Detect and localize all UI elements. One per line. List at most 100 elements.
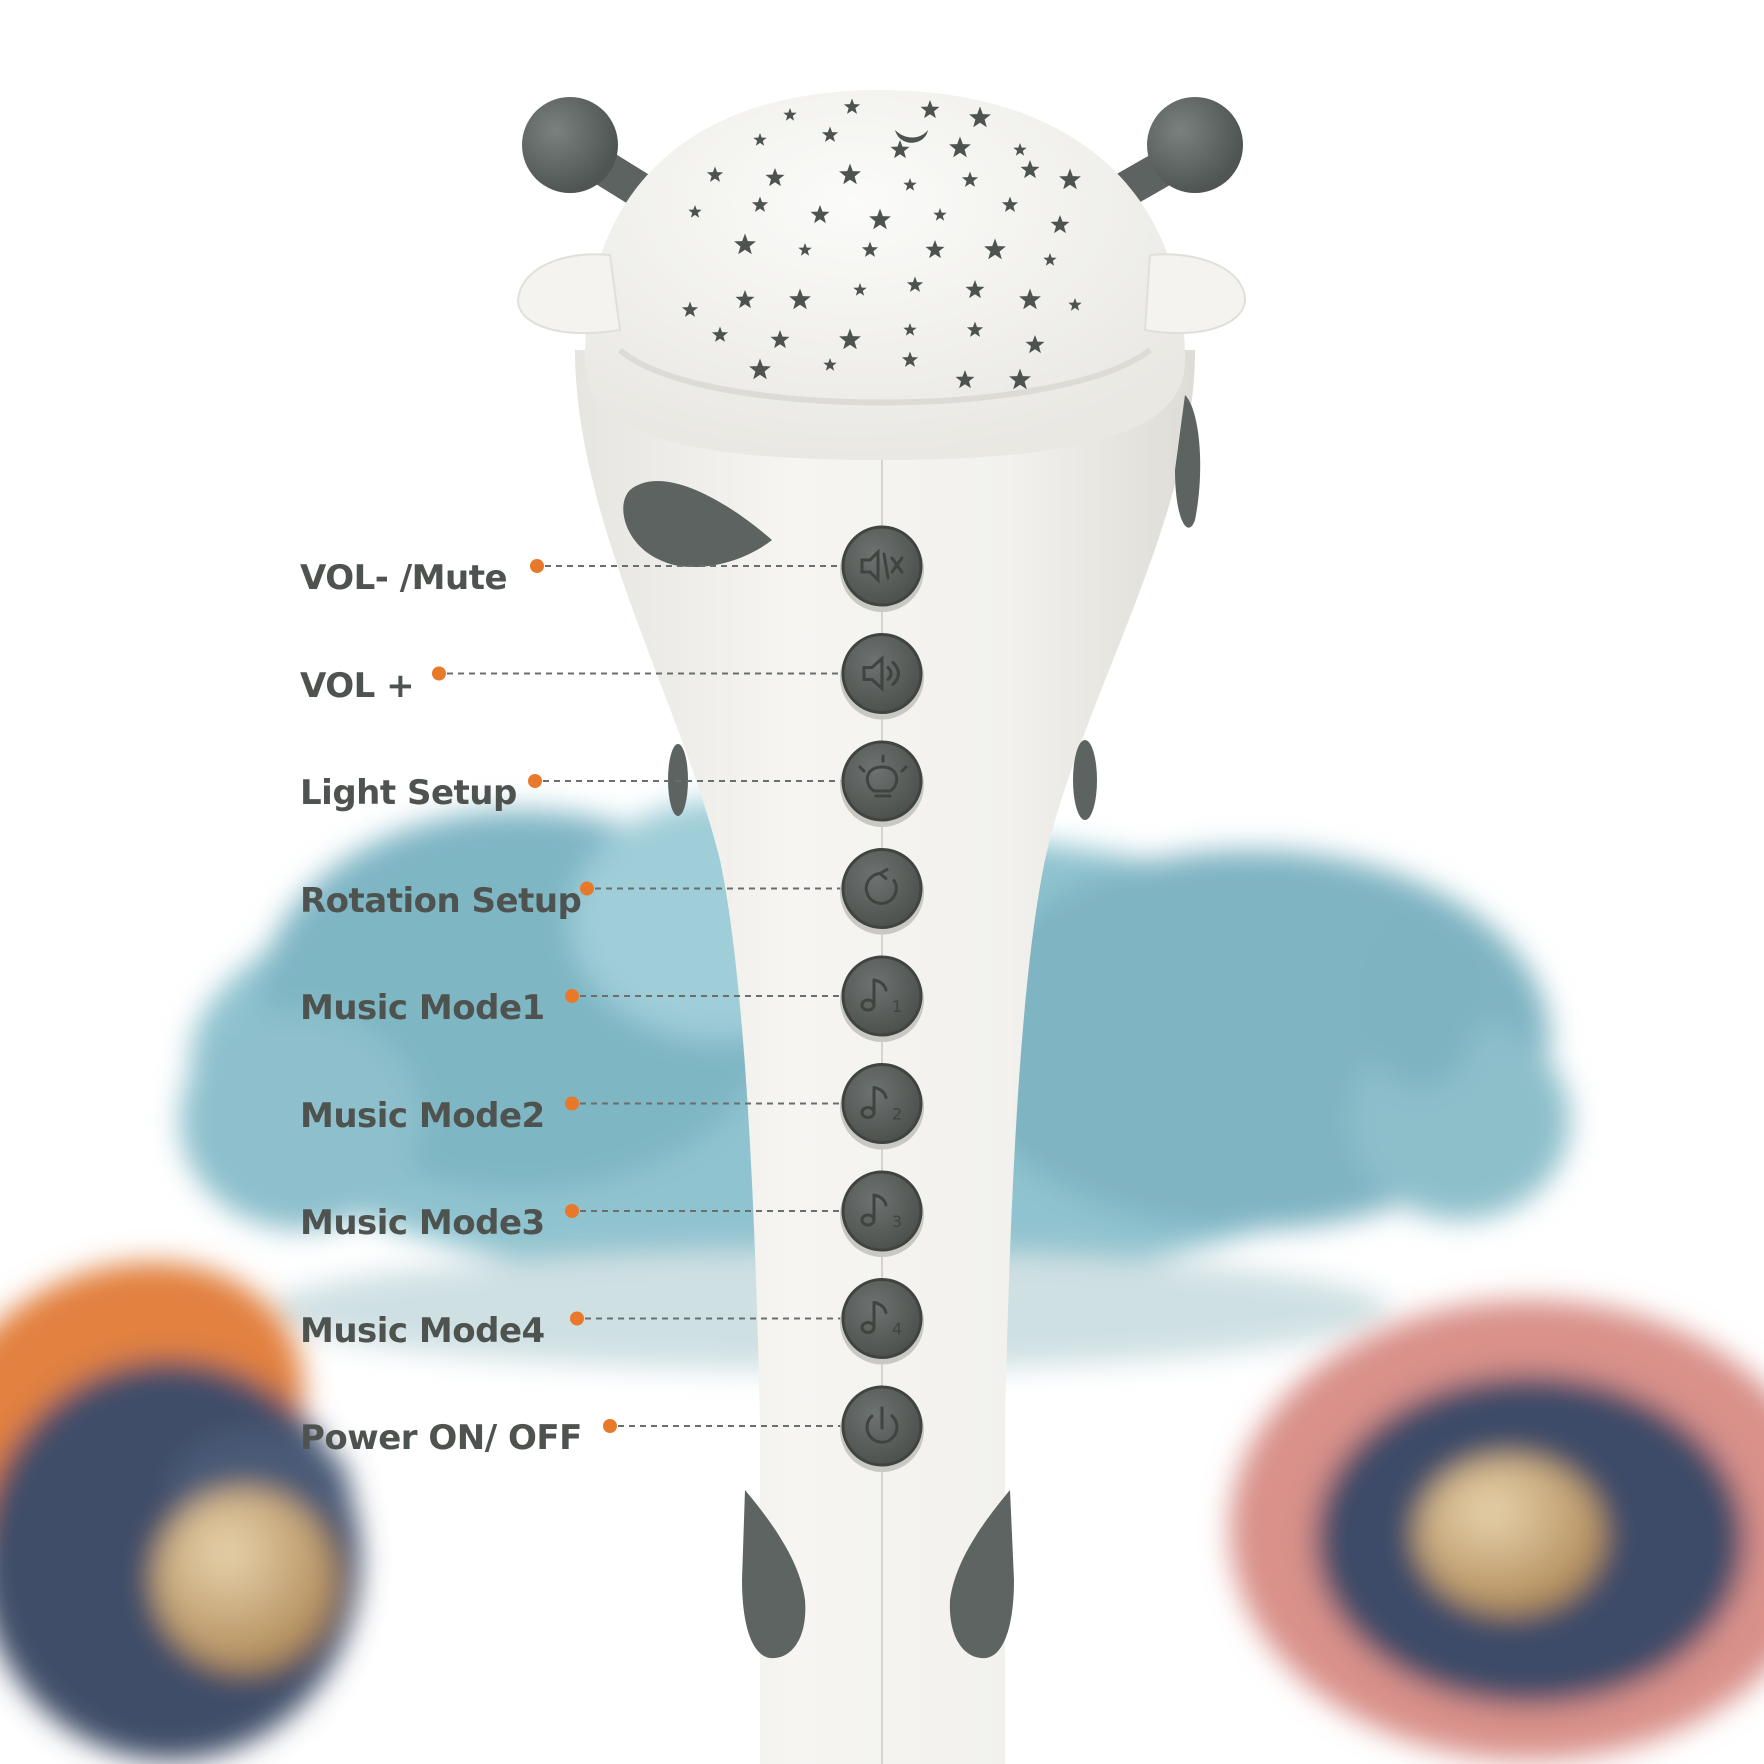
svg-text:1: 1 bbox=[892, 997, 902, 1016]
star-icon bbox=[798, 243, 812, 256]
star-icon bbox=[861, 241, 879, 257]
star-icon bbox=[906, 276, 924, 292]
star-pattern bbox=[681, 98, 1082, 390]
star-icon bbox=[966, 321, 984, 337]
star-icon bbox=[1043, 253, 1057, 266]
star-icon bbox=[839, 163, 861, 185]
star-icon bbox=[706, 166, 724, 182]
star-icon bbox=[765, 168, 785, 187]
music-note-3-icon: 3 bbox=[860, 1193, 902, 1231]
star-icon bbox=[901, 351, 919, 367]
star-icon bbox=[1020, 160, 1040, 179]
star-icon bbox=[839, 328, 861, 350]
star-icon bbox=[770, 330, 790, 349]
star-icon bbox=[1059, 168, 1081, 190]
callout-dot bbox=[565, 989, 579, 1003]
star-icon bbox=[1001, 196, 1019, 212]
callout-label: Music Mode2 bbox=[300, 1095, 545, 1136]
star-icon bbox=[810, 205, 830, 224]
star-icon bbox=[1025, 335, 1045, 354]
star-icon bbox=[783, 108, 797, 121]
button-column: 1 2 3 4 bbox=[840, 525, 924, 1472]
callout-music-mode-4: Music Mode4 bbox=[300, 1311, 545, 1351]
callout-dot bbox=[603, 1419, 617, 1433]
volume-up-icon bbox=[862, 655, 900, 692]
callout-label: VOL- /Mute bbox=[300, 558, 508, 598]
callout-label: VOL + bbox=[300, 665, 415, 706]
device-button bbox=[840, 633, 924, 720]
star-icon bbox=[933, 208, 947, 221]
star-icon bbox=[955, 370, 975, 389]
star-icon bbox=[735, 290, 755, 309]
callout-rotation-setup: Rotation Setup bbox=[300, 880, 582, 921]
callout-dot bbox=[528, 774, 542, 788]
head bbox=[516, 90, 1247, 568]
callout-music-mode-1: Music Mode1 bbox=[300, 988, 545, 1028]
callout-label: Music Mode3 bbox=[300, 1203, 545, 1243]
star-icon bbox=[965, 280, 985, 299]
callout-power: Power ON/ OFF bbox=[300, 1418, 582, 1458]
star-icon bbox=[969, 106, 991, 128]
star-icon bbox=[903, 178, 917, 191]
callout-light-setup: Light Setup bbox=[300, 773, 517, 813]
star-icon bbox=[903, 323, 917, 336]
callout-dot bbox=[570, 1311, 584, 1326]
star-icon bbox=[1050, 215, 1070, 234]
callout-label: Music Mode1 bbox=[300, 988, 545, 1028]
device-button: 2 bbox=[840, 1063, 924, 1150]
star-icon bbox=[821, 126, 839, 142]
power-icon bbox=[865, 1406, 899, 1444]
star-icon bbox=[751, 196, 769, 212]
device-button bbox=[840, 525, 924, 612]
star-icon bbox=[681, 301, 699, 317]
callout-label: Music Mode4 bbox=[300, 1310, 545, 1351]
star-icon bbox=[711, 326, 729, 342]
device-button: 1 bbox=[840, 955, 924, 1042]
callout-dot bbox=[432, 666, 446, 681]
star-icon bbox=[823, 358, 837, 371]
star-icon bbox=[869, 208, 891, 230]
callout-dot bbox=[580, 881, 594, 896]
music-note-4-icon: 4 bbox=[860, 1301, 902, 1339]
star-icon bbox=[890, 140, 910, 159]
light-bulb-icon bbox=[858, 754, 908, 798]
device-button bbox=[840, 1385, 924, 1472]
callout-lines bbox=[432, 559, 843, 1433]
music-note-2-icon: 2 bbox=[860, 1086, 902, 1124]
star-icon bbox=[925, 240, 945, 259]
callout-label: Light Setup bbox=[300, 773, 517, 813]
star-icon bbox=[984, 238, 1006, 260]
star-icon bbox=[688, 205, 702, 218]
callout-dot bbox=[530, 559, 544, 573]
star-icon bbox=[1068, 298, 1082, 311]
callout-vol-mute: VOL- /Mute bbox=[300, 558, 508, 598]
right-hanging-toy bbox=[1230, 1300, 1764, 1760]
mute-icon bbox=[860, 548, 904, 584]
callout-music-mode-3: Music Mode3 bbox=[300, 1203, 545, 1243]
star-icon bbox=[789, 288, 811, 310]
rotation-icon bbox=[864, 868, 898, 905]
star-icon bbox=[753, 133, 767, 146]
star-icon bbox=[961, 171, 979, 187]
star-icon bbox=[1013, 143, 1027, 156]
callout-dot bbox=[565, 1204, 579, 1218]
star-icon bbox=[949, 136, 971, 158]
star-icon bbox=[749, 358, 771, 380]
star-icon bbox=[734, 233, 756, 255]
callout-label: Rotation Setup bbox=[300, 880, 582, 921]
device-button: 4 bbox=[840, 1278, 924, 1365]
left-hanging-toy bbox=[0, 1262, 360, 1760]
music-note-1-icon: 1 bbox=[860, 978, 902, 1016]
device-button bbox=[840, 848, 924, 935]
star-icon bbox=[853, 283, 867, 296]
device-button bbox=[840, 740, 924, 827]
callout-dot bbox=[565, 1096, 579, 1111]
star-icon bbox=[1009, 368, 1031, 390]
svg-text:3: 3 bbox=[892, 1212, 902, 1231]
device-button: 3 bbox=[840, 1170, 924, 1257]
star-icon bbox=[843, 98, 861, 114]
callout-label: Power ON/ OFF bbox=[300, 1418, 582, 1458]
